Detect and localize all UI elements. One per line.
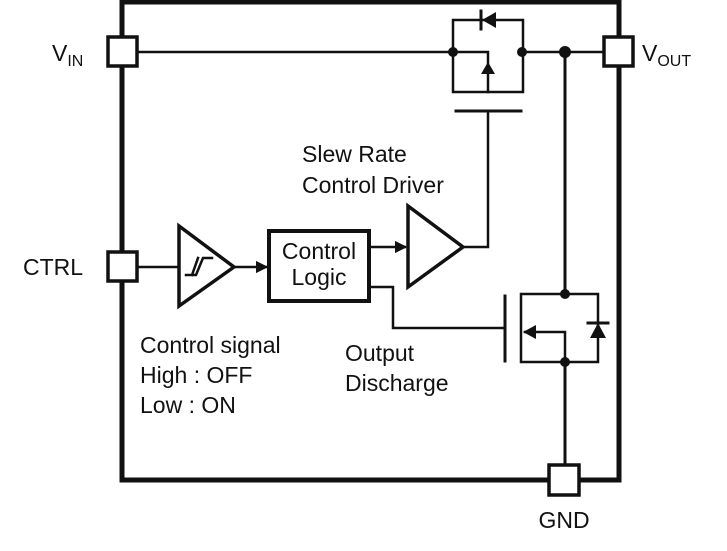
gnd-pad	[547, 463, 581, 497]
discharge-line-2: Discharge	[345, 370, 449, 396]
ctrl-label: CTRL	[23, 254, 83, 280]
control-logic-label-1: Control	[282, 238, 356, 264]
vout-label: VOUT	[642, 40, 691, 70]
vin-pin: VIN	[52, 35, 139, 70]
ctrl-pin: CTRL	[23, 250, 139, 283]
control-logic-block: Control Logic	[267, 229, 371, 303]
control-logic-label-2: Logic	[292, 264, 347, 290]
vout-pad	[602, 35, 635, 68]
gnd-label: GND	[538, 507, 589, 533]
driver-label-2: Control Driver	[302, 172, 444, 198]
hysteresis-icon	[184, 256, 214, 277]
discharge-line-1: Output	[345, 340, 415, 366]
vin-label: VIN	[52, 40, 83, 70]
ctrl-pad	[106, 250, 139, 283]
note-line-3: Low : ON	[140, 392, 236, 418]
pmos-body-diode-icon	[482, 12, 496, 28]
control-signal-note: Control signal High : OFF Low : ON	[140, 332, 281, 418]
output-discharge-note: Output Discharge	[345, 340, 449, 396]
schmitt-buffer	[177, 222, 237, 310]
gate-drive-wire	[462, 109, 490, 249]
note-line-2: High : OFF	[140, 362, 252, 388]
ic-boundary	[119, 0, 622, 483]
pmos-switch	[448, 9, 527, 113]
pmos-arrow-icon	[481, 62, 495, 74]
nmos-body-diode-icon	[590, 323, 606, 338]
vout-pin: VOUT	[602, 35, 691, 70]
slew-rate-driver	[406, 202, 466, 291]
junction-dot	[448, 47, 458, 57]
discharge-gate-wire	[367, 285, 506, 330]
nmos-discharge	[503, 289, 610, 367]
vin-pad	[106, 35, 139, 68]
gnd-pin: GND	[538, 463, 590, 533]
junction-dot	[517, 47, 527, 57]
note-line-1: Control signal	[140, 332, 281, 358]
driver-label-1: Slew Rate	[302, 141, 407, 167]
nmos-arrow-icon	[523, 325, 536, 339]
